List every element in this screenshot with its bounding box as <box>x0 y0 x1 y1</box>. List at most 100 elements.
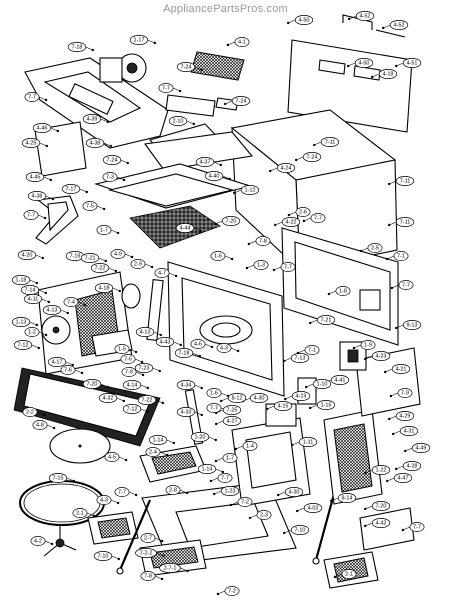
callout-label: 2-1 <box>345 571 353 577</box>
callout-oval <box>140 571 156 581</box>
screw-dot <box>347 64 350 68</box>
screw-dot <box>385 257 389 261</box>
callout-leader <box>278 491 286 496</box>
callout-label: 4-30 <box>288 489 299 495</box>
callout-label: 4-47 <box>397 475 408 481</box>
callout-7-1: 7-1 <box>393 251 409 261</box>
callout-leader <box>39 142 47 147</box>
callout-oval <box>281 217 301 227</box>
callout-leader <box>217 590 226 595</box>
screw-dot <box>118 289 122 293</box>
callout-label: 7-1 <box>397 253 405 259</box>
callout-label: 7-2-2 <box>140 550 153 556</box>
callout-leader <box>77 301 86 306</box>
callout-leader <box>31 344 39 349</box>
screw-dot <box>114 269 118 273</box>
callout-leader <box>216 409 224 414</box>
screw-dot <box>266 407 269 411</box>
callout-2-7-1: 2-7-1 <box>159 563 181 573</box>
callout-1-14: 1-14 <box>148 435 168 445</box>
callout-leader <box>44 540 53 545</box>
callout-leader <box>128 348 137 353</box>
callout-oval <box>330 375 350 385</box>
screw-dot <box>85 190 89 194</box>
callout-7-24: 7-24 <box>302 152 322 162</box>
callout-4-47: 4-47 <box>393 473 413 483</box>
vent-rod-right <box>314 493 336 561</box>
screw-dot <box>200 68 203 72</box>
screw-dot <box>272 268 276 272</box>
callout-label: 2-6 <box>299 209 307 215</box>
screw-dot <box>45 144 48 148</box>
callout-label: 4-13 <box>139 329 150 335</box>
callout-oval <box>234 37 250 47</box>
callout-7-4: 7-4 <box>63 297 79 307</box>
callout-oval <box>72 508 88 518</box>
cavity-side-rail <box>146 279 164 341</box>
screw-dot <box>364 471 367 475</box>
screw-dot <box>248 516 252 520</box>
screw-dot <box>43 216 47 220</box>
screw-dot <box>327 292 331 296</box>
callout-label: 7-24 <box>180 64 191 70</box>
callout-1-14: 1-14 <box>197 464 217 474</box>
callout-1-10: 1-10 <box>312 379 332 389</box>
callout-label: 1-12 <box>244 187 255 193</box>
screw-dot <box>371 75 374 79</box>
screw-dot <box>395 326 398 330</box>
callout-oval <box>190 432 210 442</box>
callout-1-15: 1-15 <box>316 400 336 410</box>
callout-leader <box>306 383 314 388</box>
screw-dot <box>198 354 201 358</box>
callout-label: 7-8 <box>259 238 267 244</box>
callout-4-5: 4-5 <box>104 452 120 462</box>
callout-label: 2-7-1 <box>164 565 177 571</box>
screw-dot <box>122 399 126 403</box>
callout-leader <box>275 221 283 226</box>
callout-leader <box>152 367 160 372</box>
callout-oval <box>256 510 272 520</box>
screw-dot <box>200 413 203 417</box>
callout-leader <box>385 368 393 373</box>
callout-label: 7-22 <box>94 265 105 271</box>
callout-leader <box>296 156 304 161</box>
callout-7-12: 7-12 <box>13 340 33 350</box>
callout-leader <box>135 371 144 376</box>
callout-label: 4-3 <box>220 345 228 351</box>
callout-leader <box>383 24 391 29</box>
callout-2-3: 2-3 <box>256 510 272 520</box>
callout-leader <box>396 62 404 67</box>
callout-leader <box>365 522 373 527</box>
callout-oval <box>80 253 100 263</box>
callout-7-20: 7-20 <box>221 216 241 226</box>
callout-leader <box>230 347 239 352</box>
screw-dot <box>47 300 50 304</box>
callout-oval <box>82 201 98 211</box>
callout-oval <box>122 404 142 414</box>
callout-oval <box>367 243 383 253</box>
callout-leader <box>216 420 224 425</box>
callout-oval <box>90 263 110 273</box>
callout-oval <box>82 114 102 124</box>
screw-dot <box>161 401 164 405</box>
callout-4-3: 4-3 <box>216 343 232 353</box>
callout-4-40: 4-40 <box>204 171 224 181</box>
callout-oval <box>158 83 174 93</box>
screw-dot <box>124 458 128 462</box>
callout-label: 1-6 <box>210 390 218 396</box>
callout-4-8: 4-8 <box>32 420 48 430</box>
callout-7-24: 7-24 <box>102 155 122 165</box>
screw-dot <box>134 493 138 497</box>
screw-dot <box>49 178 52 182</box>
callout-label: 4-3 <box>100 497 108 503</box>
callout-oval <box>237 497 253 507</box>
callout-oval <box>22 407 38 417</box>
callout-label: 4-37 <box>199 159 210 165</box>
callout-label: 2-9 <box>134 261 142 267</box>
callout-leader <box>215 468 223 473</box>
callout-leader <box>140 408 148 413</box>
screw-dot <box>160 577 164 581</box>
callout-label: 1-4 <box>246 443 254 449</box>
control-connector <box>359 289 381 311</box>
callout-leader <box>353 344 362 349</box>
